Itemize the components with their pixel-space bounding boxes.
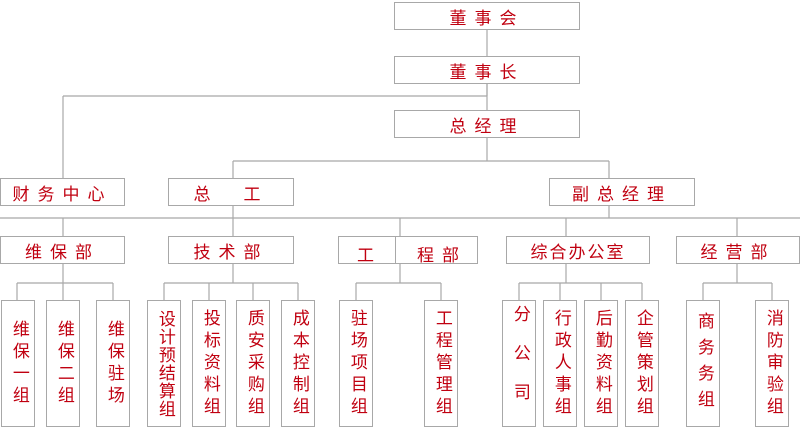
group-quality-procure: 质安采购组	[236, 300, 270, 427]
board-label: 董事会	[449, 8, 525, 29]
group-logistics-docs: 后勤资料组	[584, 300, 618, 427]
engineering-split-divider	[395, 237, 396, 263]
group-cost-control: 成本控制组	[281, 300, 315, 427]
group-fire-review: 消防审验组	[755, 300, 789, 427]
technology-dept-box: 技术部	[168, 236, 294, 264]
chairman-label: 董事长	[449, 62, 525, 83]
gm-label: 总经理	[449, 116, 525, 137]
group-design-budget: 设计预结算组	[147, 300, 181, 427]
chief-engineer-box: 总 工	[168, 178, 294, 206]
group-enterprise-planning: 企管策划组	[625, 300, 659, 427]
maintenance-dept-label: 维保部	[25, 242, 100, 263]
group-maint-site: 维保驻场	[96, 300, 130, 427]
maintenance-dept-box: 维保部	[0, 236, 125, 264]
gm-box: 总经理	[394, 110, 580, 138]
group-maint2: 维保二组	[46, 300, 80, 427]
group-maint1: 维保一组	[1, 300, 35, 427]
group-site-project: 驻场项目组	[339, 300, 373, 427]
engineering-dept-box: 工 程部	[338, 236, 478, 266]
finance-label: 财务中心	[12, 184, 113, 205]
engineering-dept-label-left: 工	[357, 246, 374, 266]
general-office-box: 综合办公室	[506, 236, 650, 264]
group-eng-management: 工程管理组	[424, 300, 458, 427]
engineering-dept-label-right: 程部	[417, 246, 467, 266]
general-office-label: 综合办公室	[530, 242, 626, 263]
operations-dept-label: 经营部	[700, 242, 776, 263]
chairman-box: 董事长	[394, 56, 580, 84]
deputy-gm-box: 副总经理	[549, 178, 695, 206]
group-branch-company: 分公司	[502, 300, 536, 427]
board-box: 董事会	[394, 2, 580, 30]
operations-dept-box: 经营部	[676, 236, 800, 264]
group-admin-hr: 行政人事组	[543, 300, 577, 427]
group-bid-docs: 投标资料组	[192, 300, 226, 427]
finance-box: 财务中心	[0, 178, 125, 206]
technology-dept-label: 技术部	[193, 242, 269, 263]
group-business: 商务务组	[686, 300, 720, 427]
deputy-gm-label: 副总经理	[572, 184, 672, 205]
chief-engineer-label: 总 工	[193, 184, 269, 205]
